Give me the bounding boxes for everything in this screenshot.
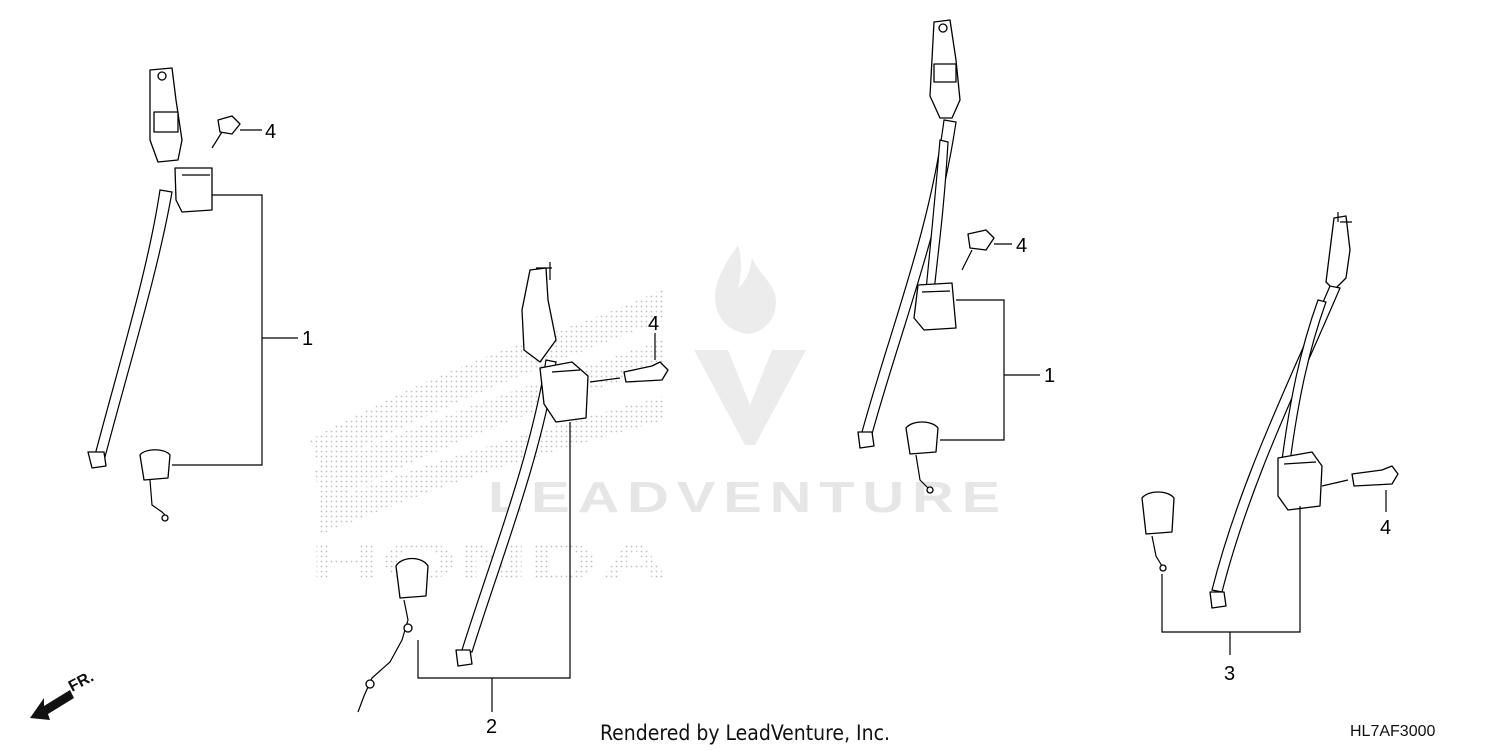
callout-bracket-1-left xyxy=(172,194,298,466)
diagram-code: HL7AF3000 xyxy=(1350,723,1435,740)
callout-bracket-3 xyxy=(1161,506,1301,655)
leadventure-watermark: LEADVENTURE xyxy=(488,245,1008,522)
callout-4-right-upper: 4 xyxy=(1016,235,1027,257)
callout-4-center: 4 xyxy=(648,313,659,335)
front-direction-indicator: FR. xyxy=(30,668,97,720)
arrow-left-icon xyxy=(30,690,74,720)
callout-bracket-2 xyxy=(417,422,571,712)
seat-belt-assembly-far-right xyxy=(1141,212,1399,609)
seat-belt-assembly-right xyxy=(857,19,995,494)
watermark-text: LEADVENTURE xyxy=(488,473,1008,522)
render-credit: Rendered by LeadVenture, Inc. xyxy=(600,721,890,745)
callout-3: 3 xyxy=(1224,663,1235,685)
callout-1-right: 1 xyxy=(1044,365,1055,387)
seat-belt-assembly-center xyxy=(357,262,669,713)
callout-1-left: 1 xyxy=(302,328,313,350)
seat-belt-assembly-left xyxy=(87,67,241,522)
honda-wing-logo: HONDA xyxy=(310,288,670,592)
v-logo-icon xyxy=(694,350,806,445)
flame-icon xyxy=(715,245,776,334)
callout-4-far-right: 4 xyxy=(1380,517,1391,539)
callout-bracket-1-right xyxy=(940,299,1040,441)
callout-2: 2 xyxy=(486,716,497,738)
callout-4-left: 4 xyxy=(265,121,276,143)
